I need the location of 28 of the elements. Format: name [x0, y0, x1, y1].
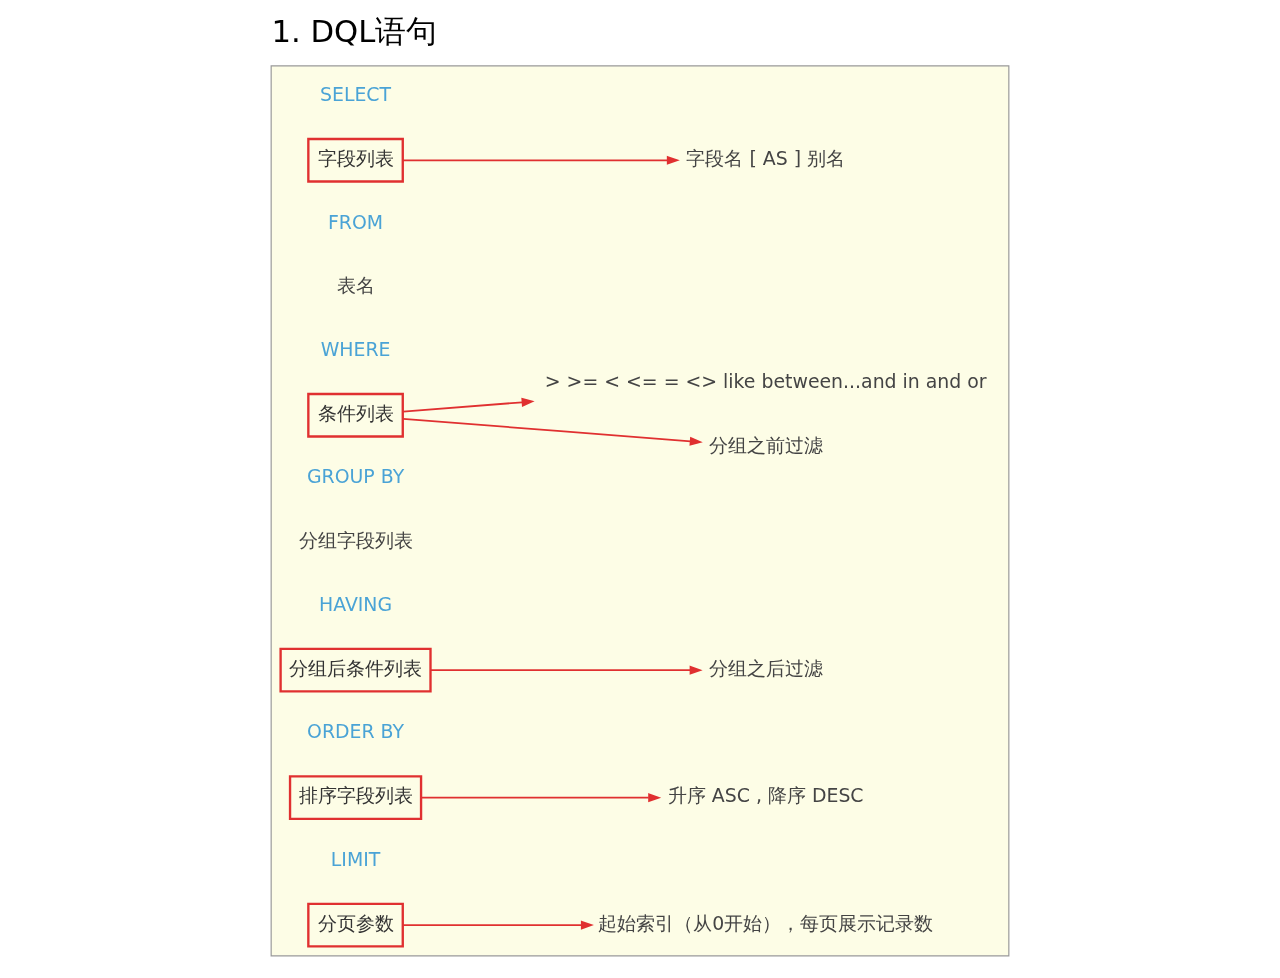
- node-box: 分组后条件列表: [279, 647, 432, 693]
- arrow: [402, 417, 703, 446]
- node-text: > >= < <= = <> like between...and in and or: [544, 369, 987, 392]
- arrow: [429, 665, 703, 675]
- diagram-title: 1. DQL语句: [271, 14, 438, 50]
- label: WHERE: [320, 337, 391, 360]
- arrow: [420, 793, 662, 803]
- node-text: 起始索引（从0开始），每页展示记录数: [598, 911, 934, 934]
- label: GROUP BY: [306, 465, 405, 488]
- node-box: 分页参数: [307, 902, 404, 948]
- node-text: 分组之后过滤: [708, 656, 823, 679]
- node-text: 字段名 [ AS ] 别名: [686, 146, 846, 169]
- node-box: 条件列表: [307, 392, 404, 438]
- label: ORDER BY: [307, 720, 405, 743]
- arrow: [402, 155, 680, 165]
- arrow: [402, 920, 594, 930]
- label: 表名: [336, 274, 375, 297]
- node-box: 排序字段列表: [288, 775, 423, 821]
- label: SELECT: [320, 83, 392, 106]
- label: HAVING: [318, 592, 393, 615]
- arrow: [402, 397, 535, 413]
- node-text: 升序 ASC , 降序 DESC: [667, 784, 864, 807]
- node-text: 分组之前过滤: [708, 433, 823, 456]
- label: 分组字段列表: [298, 529, 413, 552]
- node-box: 字段列表: [307, 137, 404, 183]
- cluster: [270, 65, 1010, 957]
- label: LIMIT: [330, 847, 381, 870]
- label: FROM: [327, 210, 384, 233]
